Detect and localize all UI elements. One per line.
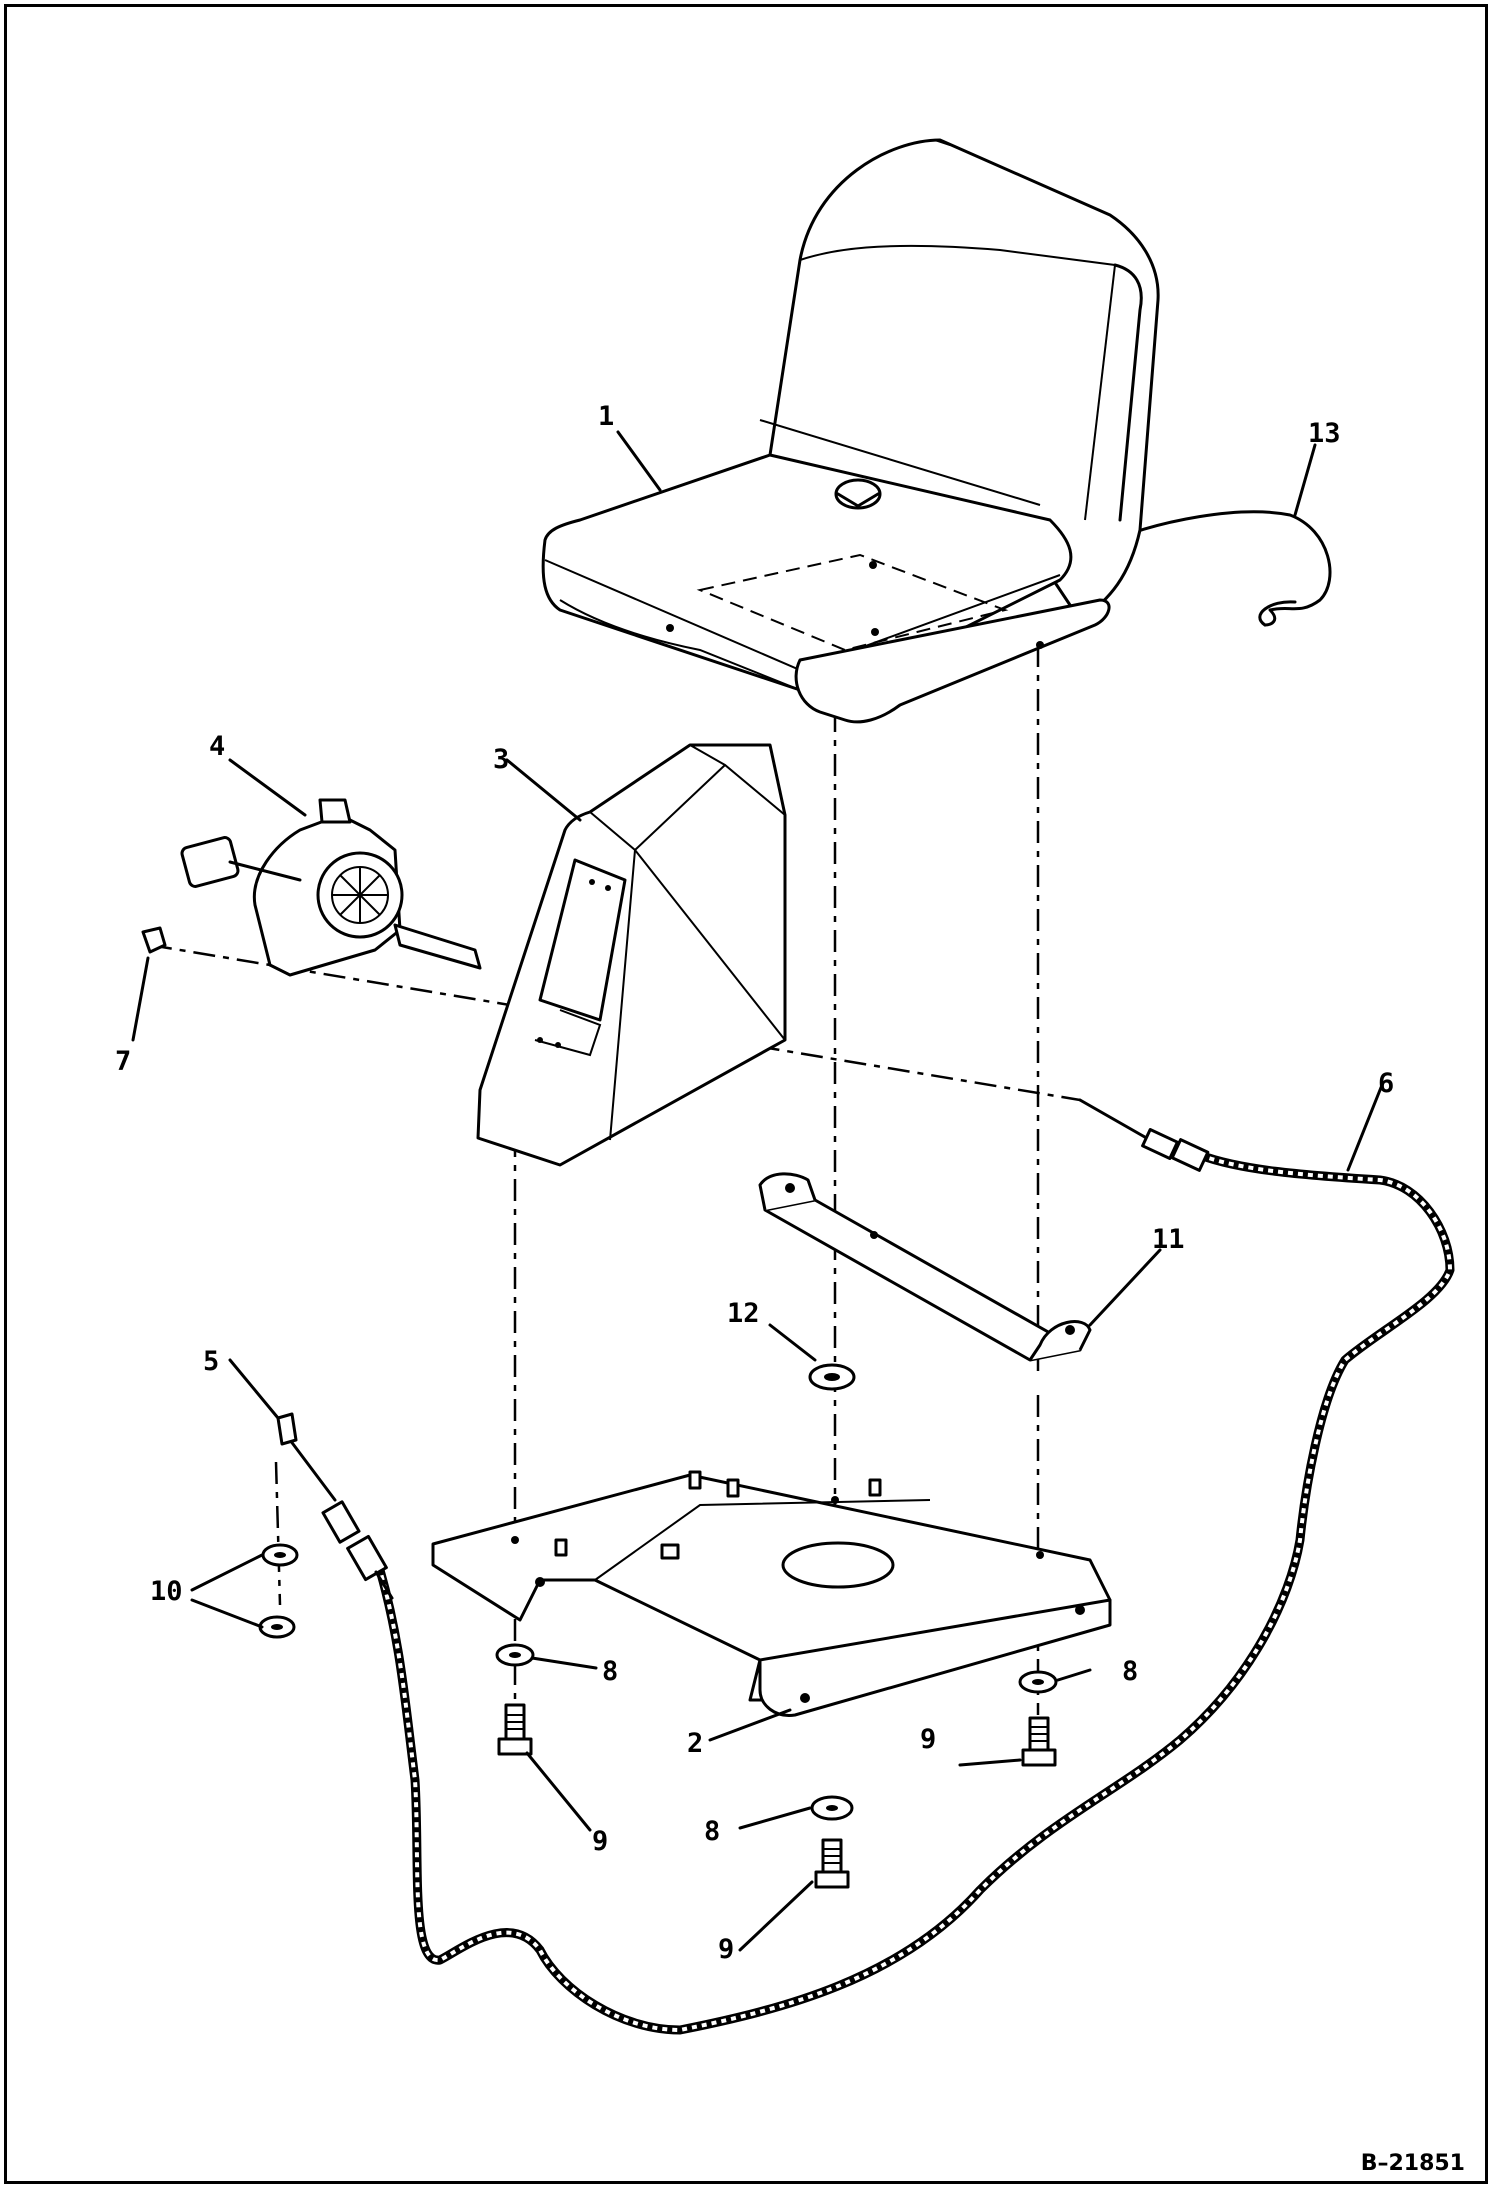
control-cable <box>288 1098 1455 2035</box>
callout-8-left: 8 <box>602 1656 618 1687</box>
callout-13: 13 <box>1308 418 1341 449</box>
callout-7: 7 <box>115 1046 131 1077</box>
callout-10: 10 <box>150 1576 183 1607</box>
callout-5: 5 <box>203 1346 219 1377</box>
callout-9-center: 9 <box>718 1934 734 1965</box>
callout-11: 11 <box>1152 1224 1185 1255</box>
callout-8-right: 8 <box>1122 1656 1138 1687</box>
callout-3: 3 <box>493 744 509 775</box>
callout-6: 6 <box>1378 1068 1394 1099</box>
leader-lines <box>131 430 1384 1952</box>
callout-9-right: 9 <box>920 1724 936 1755</box>
washers-10 <box>258 1543 299 1639</box>
callout-1: 1 <box>598 401 614 432</box>
callout-8-center: 8 <box>704 1816 720 1847</box>
seat <box>541 138 1160 724</box>
wire-harness <box>1103 510 1332 627</box>
callout-2: 2 <box>687 1728 703 1759</box>
callout-labels: 1 2 3 4 5 6 7 8 8 8 9 9 9 10 11 12 13 <box>115 401 1394 1965</box>
callout-12: 12 <box>727 1298 760 1329</box>
cable-clamp-5 <box>276 1412 298 1446</box>
console-pod <box>476 743 787 1167</box>
callout-9-left: 9 <box>592 1826 608 1857</box>
bolts-9 <box>497 1703 1057 1889</box>
control-lever <box>180 798 482 977</box>
washers-8 <box>495 1643 1058 1821</box>
callout-4: 4 <box>209 731 225 762</box>
base-plate <box>431 1470 1112 1717</box>
bolt-7 <box>141 926 167 954</box>
drawing-reference-number: B–21851 <box>1361 2151 1465 2176</box>
drawing-border <box>4 4 1488 2184</box>
washer-12 <box>808 1363 856 1391</box>
mounting-bracket <box>758 1172 1092 1362</box>
